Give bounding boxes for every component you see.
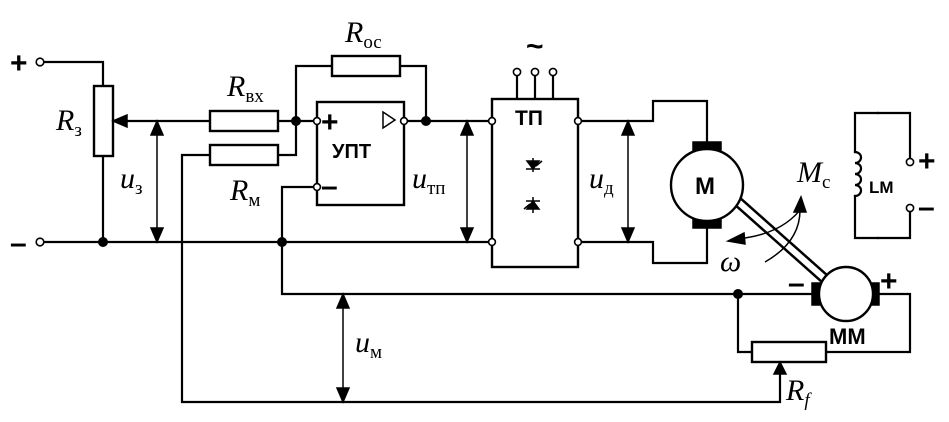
mm-label: ММ [829, 324, 866, 349]
resistor-rvx [208, 109, 280, 133]
label-rm: Rм [229, 174, 260, 211]
wires [42, 60, 912, 404]
lm-label: LM [869, 178, 894, 197]
input-minus-sign: – [10, 227, 27, 260]
mm-plus-sign: + [880, 265, 898, 298]
measuring-machine-mm: ММ – + [788, 265, 898, 349]
label-roc: Rос [344, 16, 382, 53]
potentiometer-r3 [92, 84, 128, 158]
converter-tp: ТП ~ [490, 30, 580, 269]
motor-label: М [695, 173, 715, 200]
label-rvx: Rвх [226, 70, 264, 107]
label-r3: Rз [55, 104, 82, 141]
amplifier-label: УПТ [332, 141, 371, 163]
converter-terminals [312, 116, 583, 247]
converter-label: ТП [515, 107, 543, 130]
label-um: uм [355, 326, 382, 363]
motor-m: М [669, 141, 838, 292]
resistor-roc [330, 54, 402, 78]
label-u3: uз [120, 162, 143, 199]
mm-minus-sign: – [788, 267, 805, 300]
input-terminals: + – [10, 47, 45, 260]
amplifier-minus-sign: – [321, 170, 338, 203]
lm-plus-sign: + [918, 145, 936, 178]
label-mc: Mс [796, 156, 830, 193]
field-winding-lm: LM + – [853, 145, 936, 224]
amplifier-plus-sign: + [321, 106, 339, 139]
potentiometer-rf [750, 340, 828, 375]
lm-minus-sign: – [918, 191, 935, 224]
rotation-arrows [725, 194, 808, 263]
ac-symbol: ~ [526, 30, 544, 63]
label-utp: uтп [412, 162, 445, 199]
thyristor-icon-2 [523, 197, 541, 213]
thyristor-icon [525, 158, 543, 172]
label-rf: Rf [785, 374, 812, 411]
label-omega: ω [720, 245, 741, 278]
input-plus-sign: + [10, 47, 28, 80]
voltage-arrows [149, 119, 636, 404]
junctions [98, 116, 743, 299]
resistor-rm [208, 143, 280, 167]
label-ud: uд [589, 162, 614, 199]
amplifier-upt: + – УПТ [315, 100, 406, 207]
